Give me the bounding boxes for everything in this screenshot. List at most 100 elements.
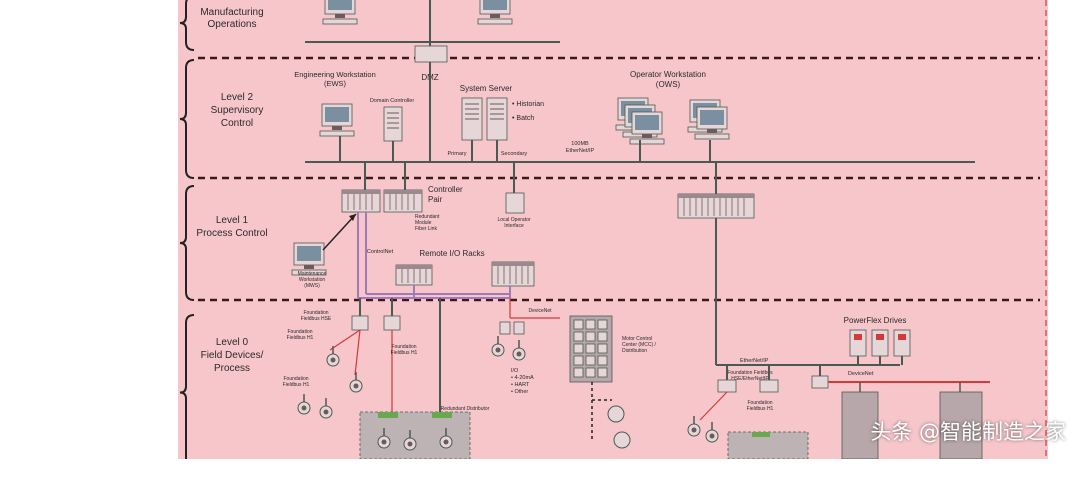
- maintenance-workstation-stand: [304, 265, 314, 269]
- right-sensor-a-core: [691, 427, 697, 433]
- mcc-module: [573, 319, 584, 330]
- io-block-a: [499, 321, 511, 335]
- ff-h1-d-label: Fieldbus H1: [747, 406, 774, 412]
- redundant-module-label: Module: [415, 220, 432, 226]
- ff-hse-label: Fieldbus HSE: [301, 316, 332, 322]
- level-label-level2: Control: [221, 118, 253, 129]
- maintenance-ws-label: Workstation: [299, 277, 326, 283]
- mcc-module: [597, 367, 608, 378]
- ff-hse-label: Foundation: [303, 310, 328, 316]
- ews-computer-keyboard: [319, 130, 355, 137]
- ff-linking-device-b: [383, 315, 401, 331]
- remote-io-label: Remote I/O Racks: [419, 249, 484, 258]
- maintenance-arrow: [322, 213, 357, 251]
- mcc-module: [597, 355, 608, 366]
- field-sensor-c-core: [301, 405, 307, 411]
- maintenance-ws-label: (MWS): [304, 283, 320, 289]
- level-label-level2: Supervisory: [211, 105, 264, 116]
- mcc-module: [597, 331, 608, 342]
- remote-io-rack-a-top: [396, 265, 432, 269]
- ethernet-switch-a: [717, 379, 737, 393]
- powerflex-label: PowerFlex Drives: [844, 316, 907, 325]
- top-computer-b-stand: [490, 14, 500, 18]
- watermark-text: 头条 @智能制造之家: [870, 420, 1066, 444]
- devicenet-b-label: DeviceNet: [848, 371, 874, 377]
- domain-controller: [383, 106, 403, 142]
- maintenance-arrowhead: [349, 214, 356, 221]
- batch-label: • Batch: [512, 115, 534, 122]
- right-sensor-b-core: [709, 433, 715, 439]
- dmz-device: [414, 45, 448, 63]
- powerflex-drive: [849, 329, 867, 357]
- historian-label: • Historian: [512, 101, 544, 108]
- level-label-level0: Field Devices/: [201, 350, 264, 361]
- remote-io-rack-b-top: [492, 262, 534, 266]
- ff-branch-a: [329, 329, 361, 351]
- local-interface-device: [505, 192, 525, 214]
- brace-info: [179, 59, 195, 179]
- level-label-manufacturing: Manufacturing: [200, 7, 263, 18]
- system-server-label: System Server: [460, 84, 513, 93]
- ff-h1-c-label: Fieldbus H1: [283, 382, 310, 388]
- powerflex-display: [854, 334, 862, 340]
- layer-device: 设备层: [6, 318, 168, 478]
- mcc-module: [573, 367, 584, 378]
- ows-label: Operator Workstation: [630, 70, 706, 79]
- motor-b: [613, 431, 631, 449]
- mcc-module: [585, 343, 596, 354]
- right-terminal-a: [752, 432, 770, 437]
- io-sensor-a-core: [495, 347, 501, 353]
- mcc-module: [597, 319, 608, 330]
- redundant-distributor-label: Redundant Distributor: [441, 406, 490, 412]
- layer-device-line: 设备层: [53, 384, 120, 410]
- local-interface-label: Local Operator: [497, 217, 530, 223]
- devicenet-a-label: DeviceNet: [528, 308, 552, 314]
- ows-computer-right-stand: [707, 129, 717, 133]
- mcc-module: [573, 343, 584, 354]
- ows-computer-right-screen: [700, 110, 724, 125]
- io-block-b: [513, 321, 525, 335]
- layer-info-line: HMI批处理: [32, 103, 142, 128]
- brace-management: [179, 0, 195, 51]
- right-controller-rack-top: [678, 194, 754, 198]
- controller-b-top: [384, 190, 422, 194]
- io-list-label: • Other: [511, 389, 528, 395]
- mcc-module: [573, 331, 584, 342]
- maintenance-workstation-screen: [297, 246, 321, 261]
- ews-label: Engineering Workstation: [294, 70, 376, 79]
- level-label-level0: Process: [214, 363, 250, 374]
- io-list-label: • 4-20mA: [511, 375, 534, 381]
- ff-branch-b: [354, 329, 361, 376]
- io-list-label: • HART: [511, 382, 530, 388]
- ff-h1-b-label: Fieldbus H1: [391, 350, 418, 356]
- powerflex-drive: [893, 329, 911, 357]
- powerflex-drive: [871, 329, 889, 357]
- motor-a: [607, 405, 625, 423]
- distributor-terminal-b: [432, 412, 452, 418]
- level-label-level1: Level 1: [216, 215, 249, 226]
- distributor-sensor-a-core: [381, 439, 387, 445]
- level-label-manufacturing: Operations: [208, 19, 257, 30]
- ff-linking-device-a: [351, 315, 369, 331]
- controller-pair-label: Pair: [428, 195, 443, 204]
- powerflex-display: [898, 334, 906, 340]
- ows-computer-left-keyboard: [629, 138, 665, 145]
- controller-a-top: [342, 190, 380, 194]
- ff-h1-label: Fieldbus H1: [287, 335, 314, 341]
- right-cabinet-b: [939, 391, 983, 460]
- controlnet-label: ControlNet: [367, 249, 394, 255]
- mcc-module: [573, 355, 584, 366]
- ows-label: (OWS): [656, 80, 681, 89]
- brace-control: [179, 185, 195, 301]
- top-computer-b-keyboard: [477, 18, 513, 25]
- redundant-module-label: Fiber Link: [415, 226, 437, 232]
- ff-linking-label: HSE/EtherNet/IP: [731, 376, 769, 382]
- ews-computer-stand: [332, 126, 342, 130]
- mcc-label: Motor Control: [622, 336, 652, 342]
- field-sensor-a-core: [330, 357, 336, 363]
- ff-h1-b-label: Foundation: [391, 344, 416, 350]
- io-sensor-b-core: [516, 351, 522, 357]
- maintenance-ws-label: Maintenance: [298, 271, 327, 277]
